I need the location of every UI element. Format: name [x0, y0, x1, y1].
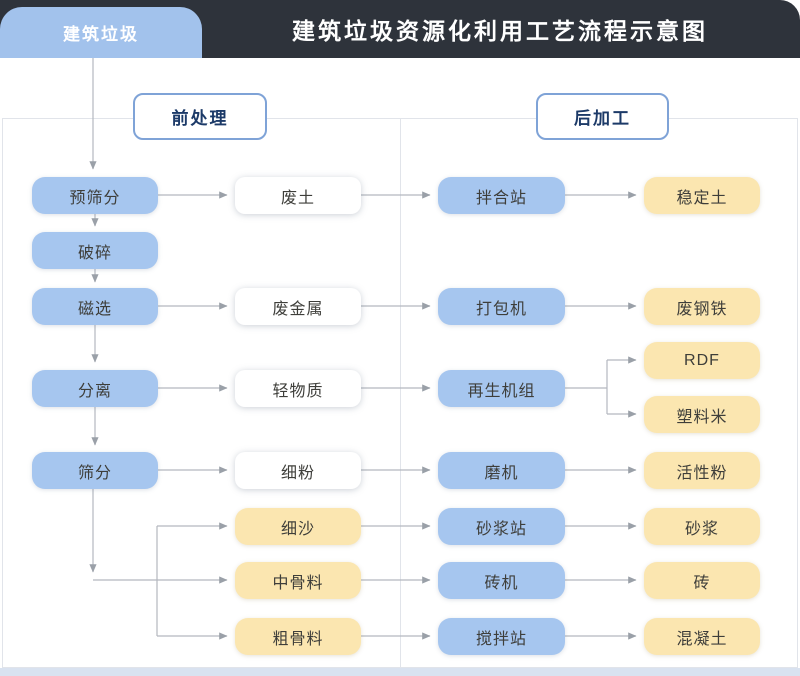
node-medium-aggregate: 中骨料 — [235, 562, 361, 599]
node-brick: 砖 — [644, 562, 760, 599]
section-post-processing: 后加工 — [536, 93, 669, 140]
node-mortar-plant: 砂浆站 — [438, 508, 565, 545]
node-active-powder: 活性粉 — [644, 452, 760, 489]
node-magnetic-separation: 磁选 — [32, 288, 158, 325]
column-divider — [400, 118, 401, 668]
node-plastic-pellets: 塑料米 — [644, 396, 760, 433]
node-fine-sand: 细沙 — [235, 508, 361, 545]
node-baling-machine: 打包机 — [438, 288, 565, 325]
node-crushing: 破碎 — [32, 232, 158, 269]
node-coarse-aggregate: 粗骨料 — [235, 618, 361, 655]
node-concrete: 混凝土 — [644, 618, 760, 655]
node-pre-screening: 预筛分 — [32, 177, 158, 214]
node-rdf: RDF — [644, 342, 760, 379]
node-recycling-unit: 再生机组 — [438, 370, 565, 407]
node-fine-powder: 细粉 — [235, 452, 361, 489]
section-pre-processing: 前处理 — [133, 93, 267, 140]
node-waste-soil: 废土 — [235, 177, 361, 214]
node-screening: 筛分 — [32, 452, 158, 489]
node-concrete-mixing-plant: 搅拌站 — [438, 618, 565, 655]
node-stabilized-soil: 稳定土 — [644, 177, 760, 214]
node-scrap-metal: 废金属 — [235, 288, 361, 325]
bottom-bar — [0, 668, 800, 676]
node-light-material: 轻物质 — [235, 370, 361, 407]
node-brick-machine: 砖机 — [438, 562, 565, 599]
page-title: 建筑垃圾资源化利用工艺流程示意图 — [292, 18, 708, 44]
source-tab-construction-waste: 建筑垃圾 — [0, 7, 202, 58]
node-grinder: 磨机 — [438, 452, 565, 489]
node-scrap-steel: 废钢铁 — [644, 288, 760, 325]
node-mortar: 砂浆 — [644, 508, 760, 545]
node-mixing-plant: 拌合站 — [438, 177, 565, 214]
node-separation: 分离 — [32, 370, 158, 407]
